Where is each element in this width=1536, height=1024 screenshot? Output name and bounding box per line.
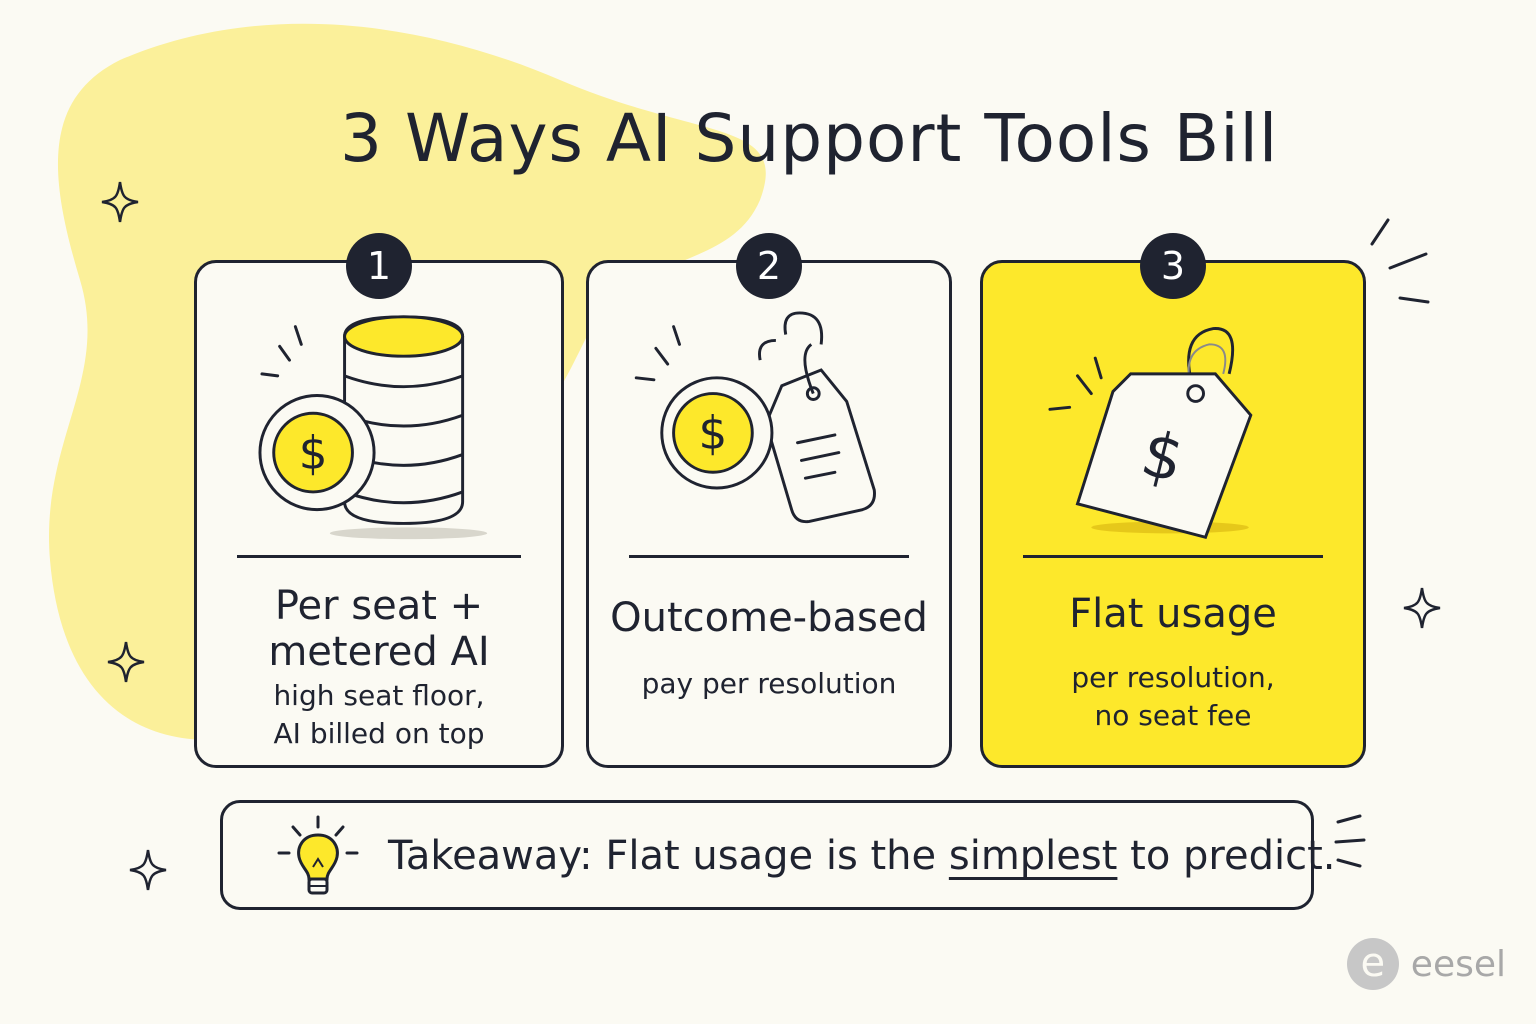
- coin-and-tag-icon: $: [634, 311, 876, 524]
- sparkle-icon: [107, 641, 145, 683]
- svg-text:$: $: [299, 426, 328, 479]
- emphasis-lines: [1370, 218, 1430, 304]
- card-divider: [237, 555, 521, 558]
- takeaway-box: Takeaway: Flat usage is the simplest to …: [220, 800, 1335, 910]
- card-subtitle: pay per resolution: [641, 667, 897, 700]
- takeaway-end: to predict.: [1130, 833, 1336, 879]
- card-title: Outcome-based: [610, 595, 928, 641]
- card-title: Per seat + metered AI: [268, 583, 490, 675]
- sparkle-icon: [1403, 587, 1441, 629]
- step-badge-2: 2: [736, 233, 802, 299]
- takeaway-body: Flat usage is the: [605, 833, 937, 879]
- brand-name: eesel: [1410, 943, 1506, 985]
- card-title: Flat usage: [1069, 591, 1277, 637]
- card-flat-usage: 3 $ Flat usage per resolution, no seat f…: [980, 233, 1366, 768]
- card-subtitle: high seat floor, AI billed on top: [273, 679, 485, 750]
- card-subtitle: per resolution, no seat fee: [1071, 661, 1275, 732]
- sparkle-icon: [101, 181, 139, 223]
- lightbulb-icon: [277, 815, 359, 895]
- takeaway-text: Takeaway: Flat usage is the simplest to …: [388, 833, 1335, 879]
- card-outcome-based: 2 $ Outcome-based pay per resolution: [586, 233, 952, 768]
- emphasis-lines: [1334, 814, 1366, 868]
- card-per-seat: 1 $ Per seat + metered AI high seat floo…: [194, 233, 564, 768]
- svg-text:$: $: [699, 407, 728, 460]
- takeaway-label: Takeaway:: [388, 833, 593, 879]
- brand-logo-icon: e: [1346, 938, 1399, 990]
- page-title: 3 Ways AI Support Tools Bill: [340, 100, 1279, 177]
- card-divider: [1023, 555, 1323, 558]
- takeaway-emphasis: simplest: [948, 833, 1118, 879]
- card-divider: [629, 555, 909, 558]
- coin-stack-icon: $: [258, 315, 488, 540]
- step-badge-1: 1: [346, 233, 412, 299]
- step-badge-3: 3: [1140, 233, 1206, 299]
- sparkle-icon: [129, 849, 167, 891]
- price-tag-icon: $: [1048, 327, 1253, 540]
- brand-watermark: e eesel: [1346, 934, 1506, 994]
